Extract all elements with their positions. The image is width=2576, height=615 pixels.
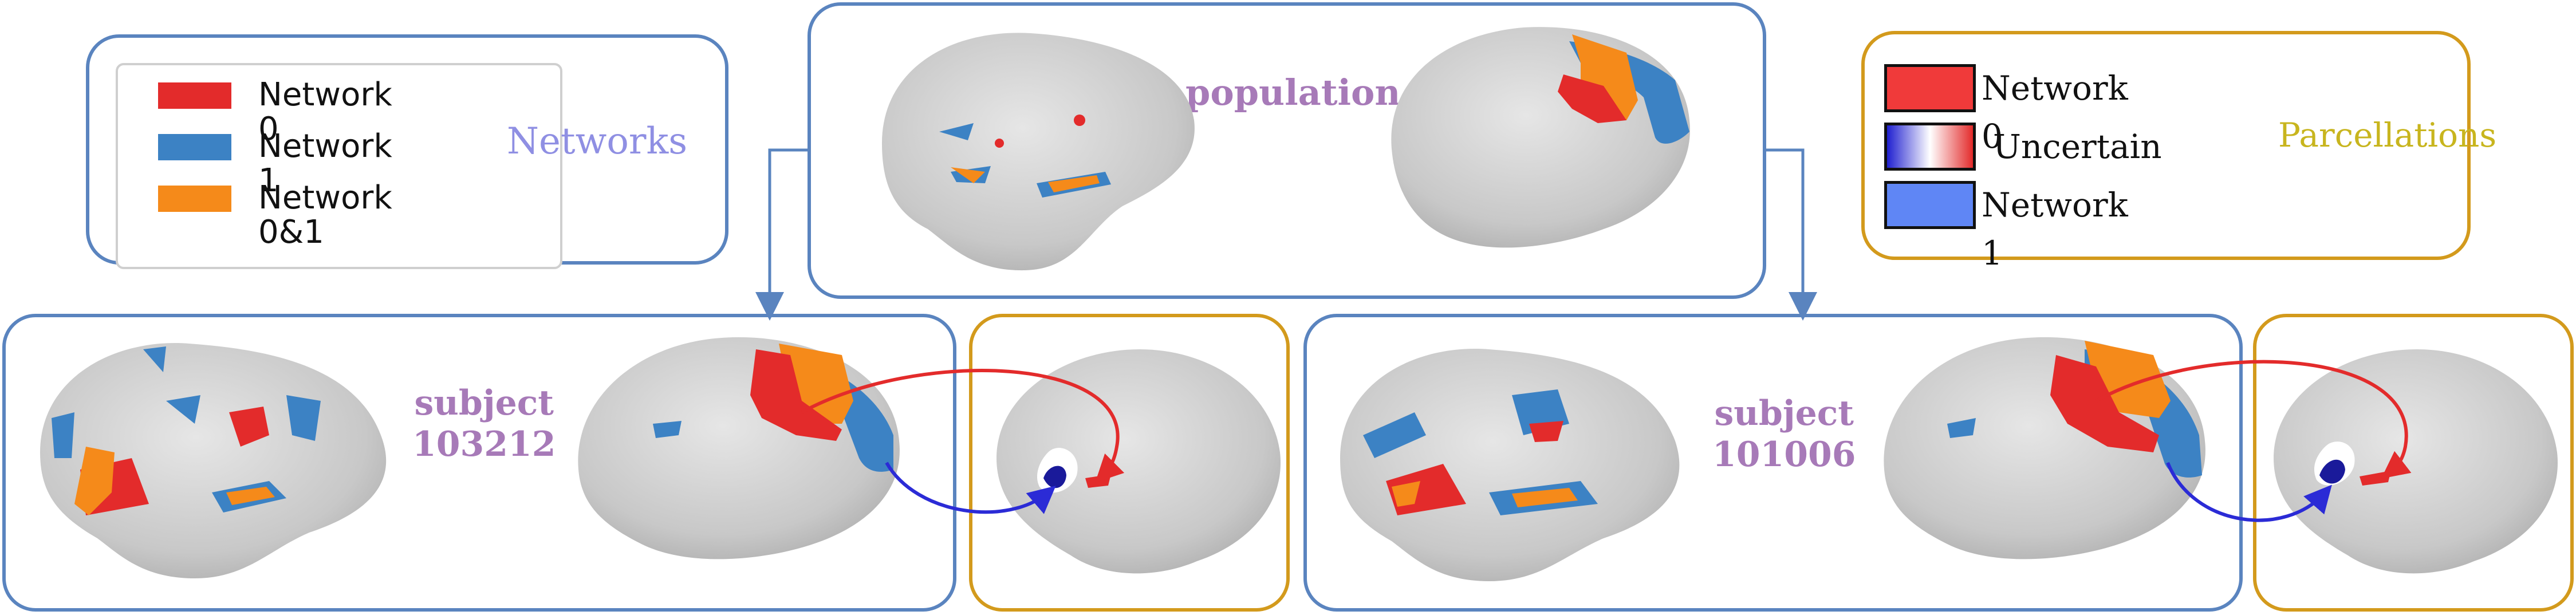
subject-title-line1: subject bbox=[414, 383, 554, 423]
population-lateral-brain bbox=[882, 33, 1195, 271]
subject-101006-parcellation-brain bbox=[2274, 349, 2558, 574]
subject-103212-title: subject 103212 bbox=[412, 383, 556, 465]
legend-swatch-network-01 bbox=[158, 186, 231, 212]
parcellations-label: Parcellations bbox=[2278, 116, 2497, 155]
subject-101006-lateral-brain bbox=[1340, 349, 1680, 581]
connector-to-subject-103212 bbox=[755, 148, 808, 321]
legend-swatch-network-1 bbox=[158, 134, 231, 160]
mapping-arrow-network0-101006 bbox=[2095, 360, 2412, 479]
parcellation-swatch-uncertain bbox=[1884, 123, 1976, 171]
subject-103212-lateral-brain bbox=[40, 343, 387, 578]
mapping-arrow-network1-103212 bbox=[885, 462, 1056, 514]
subject-title-line2: 103212 bbox=[412, 424, 556, 464]
networks-label: Networks bbox=[507, 120, 688, 163]
population-title: population bbox=[1185, 72, 1401, 113]
parcellation-label: Network 0 bbox=[1982, 69, 2128, 156]
legend-frame: Network 0 Network 1 Network 0&1 bbox=[116, 63, 562, 269]
mapping-arrow-network1-101006 bbox=[2166, 462, 2332, 522]
population-medial-brain bbox=[1391, 27, 1690, 248]
connector-to-subject-101006 bbox=[1766, 148, 1817, 321]
legend-label: Network 1 bbox=[258, 128, 392, 199]
parcellation-label: Network 1 bbox=[1982, 186, 2128, 273]
legend-label: Network 0&1 bbox=[258, 179, 392, 251]
parcellation-swatch-network-0 bbox=[1884, 64, 1976, 112]
subject-title-line2: 101006 bbox=[1712, 435, 1856, 475]
parcellations-legend: Network 0 Uncertain Network 1 Parcellati… bbox=[1861, 31, 2496, 273]
subject-103212-parcellation-brain bbox=[996, 349, 1281, 574]
subject-101006-medial-brain bbox=[1884, 337, 2205, 559]
subject-101006-title: subject 101006 bbox=[1712, 393, 1856, 475]
parcellation-swatch-network-1 bbox=[1884, 181, 1976, 229]
networks-legend: Network 0 Network 1 Network 0&1 Networks bbox=[86, 34, 728, 269]
subject-103212-medial-brain bbox=[578, 337, 900, 559]
legend-label: Network 0 bbox=[258, 76, 392, 148]
legend-swatch-network-0 bbox=[158, 82, 231, 109]
parcellation-label: Uncertain bbox=[1993, 127, 2162, 166]
mapping-arrow-network0-103212 bbox=[801, 369, 1125, 483]
subject-title-line1: subject bbox=[1714, 393, 1854, 433]
